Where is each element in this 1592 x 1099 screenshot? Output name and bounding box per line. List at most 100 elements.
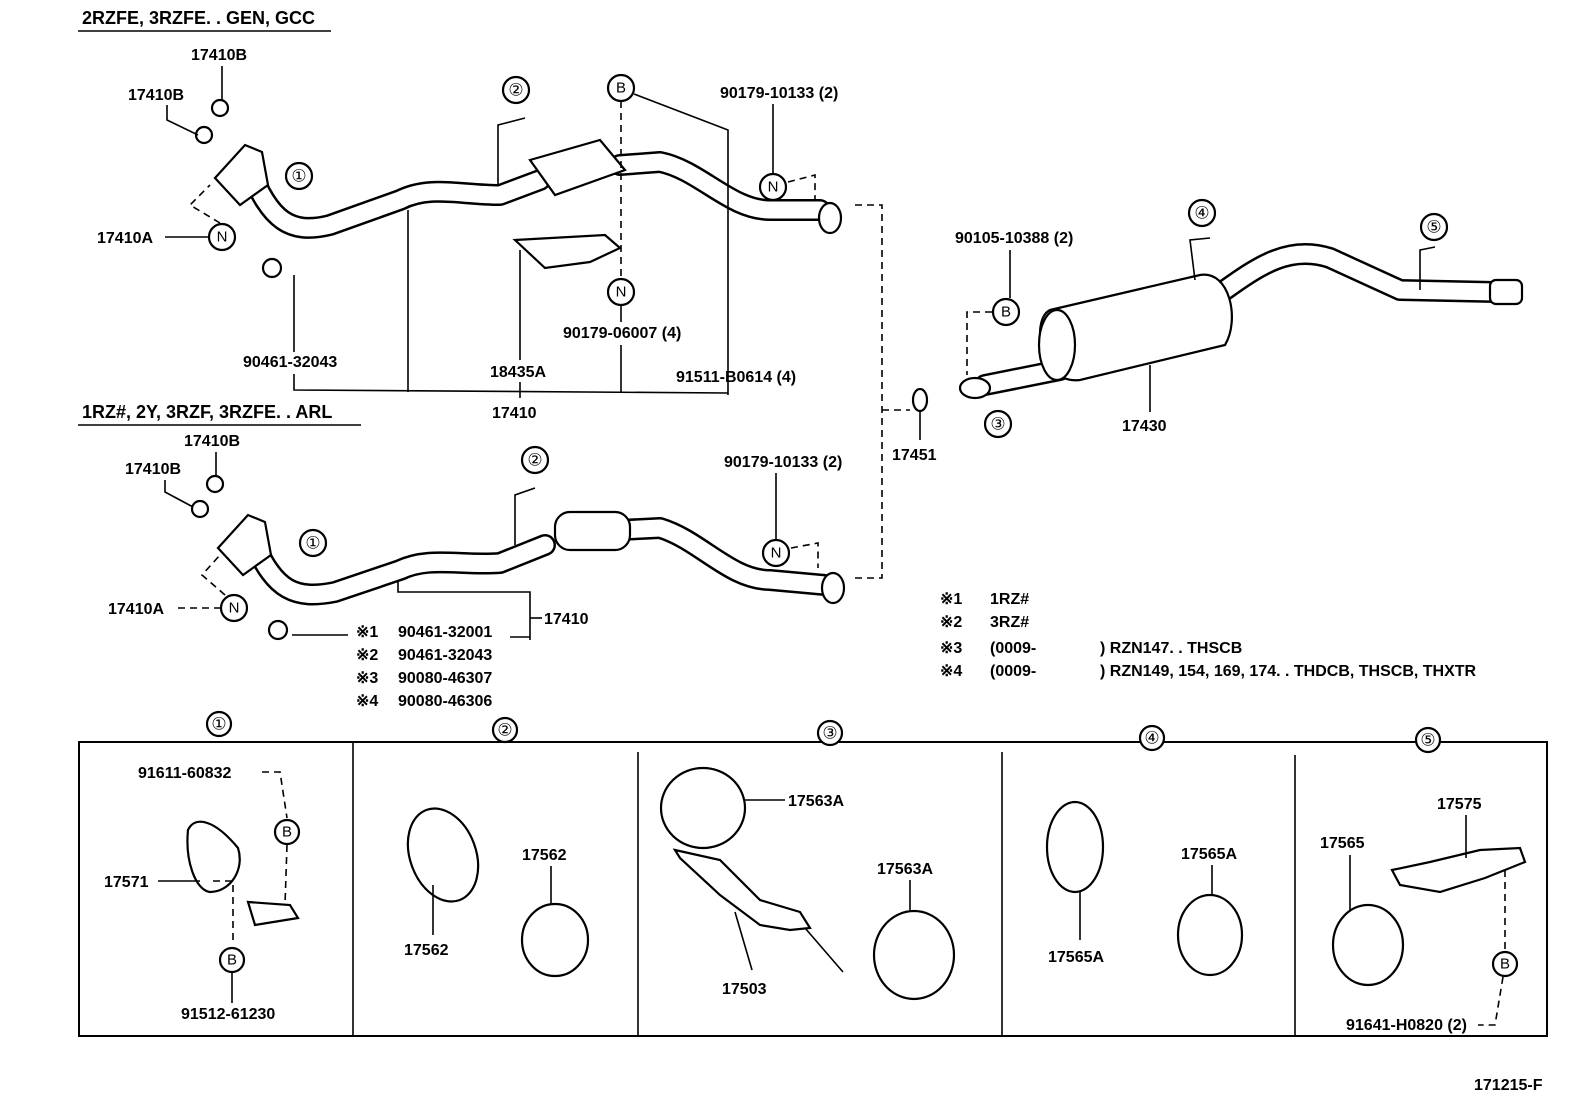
section-header-lower: 1RZ#, 2Y, 3RZF, 3RZFE. . ARL	[82, 402, 332, 422]
lower-front-pipe	[216, 487, 846, 606]
svg-text:90080-46307: 90080-46307	[398, 670, 492, 687]
marker-b: B	[1001, 304, 1011, 321]
ref-4-marker: ④	[1194, 204, 1209, 223]
cushion-17563A	[872, 909, 956, 1001]
gasket-17451-icon	[911, 387, 929, 413]
upper-nut-label: 17410A	[97, 230, 153, 247]
cushion-17565A	[1045, 800, 1105, 894]
marker-n: N	[616, 284, 627, 301]
lower-pipe-label: 17410	[544, 611, 589, 628]
section-header-upper: 2RZFE, 3RZFE. . GEN, GCC	[82, 8, 315, 28]
ref-2-marker: ②	[527, 451, 542, 470]
d5-cushion-label: 17565	[1320, 835, 1365, 852]
svg-text:※1: ※1	[356, 624, 378, 641]
bracket-17571	[186, 820, 241, 894]
upper-bolt-b-label: 91511-B0614 (4)	[676, 369, 796, 386]
gasket-icon	[194, 125, 214, 145]
d1-bracket-label: 17571	[104, 874, 149, 891]
detail-panel	[78, 741, 1548, 1037]
lower-gasket-label: 17410B	[125, 461, 181, 478]
upper-front-pipe	[213, 117, 843, 270]
clamp-icon	[267, 619, 289, 641]
ref-5-marker: ⑤	[1426, 218, 1441, 237]
marker-b: B	[1500, 956, 1510, 973]
lower-bolt-label: 90179-10133 (2)	[724, 454, 842, 471]
detail-2-marker: ②	[497, 721, 512, 740]
heat-insulator	[512, 233, 623, 270]
svg-text:1RZ#: 1RZ#	[990, 591, 1029, 608]
gasket-icon	[190, 499, 210, 519]
d4-cushion-label: 17565A	[1181, 846, 1237, 863]
outlet-flange	[817, 201, 843, 235]
svg-text:※2: ※2	[356, 647, 378, 664]
figure-id: 171215-F	[1474, 1077, 1543, 1094]
svg-text:※4: ※4	[940, 663, 962, 680]
gasket-icon	[210, 98, 230, 118]
svg-text:N: N	[217, 229, 228, 246]
cushion-17565A	[1176, 893, 1244, 977]
d4-cushion-label: 17565A	[1048, 949, 1104, 966]
svg-text:3RZ#: 3RZ#	[990, 614, 1029, 631]
svg-text:※2: ※2	[940, 614, 962, 631]
d2-cushion-label: 17562	[404, 942, 449, 959]
d5-bolt-label: 91641-H0820 (2)	[1346, 1017, 1467, 1034]
marker-b: B	[282, 824, 292, 841]
gasket-icon	[205, 474, 225, 494]
svg-text:90461-32043: 90461-32043	[398, 647, 492, 664]
d1-nut-label: 91512-61230	[181, 1006, 275, 1023]
cushion-17562	[406, 807, 480, 903]
marker-n: N	[229, 600, 240, 617]
cushion-17565	[1331, 903, 1405, 987]
rear-bolt-label: 90105-10388 (2)	[955, 230, 1073, 247]
upper-pipe-label: 17410	[492, 405, 537, 422]
ref-3-marker: ③	[990, 415, 1005, 434]
detail-3-marker: ③	[822, 724, 837, 743]
ref-2-marker: ②	[508, 81, 523, 100]
d3-cushion-label: 17563A	[877, 861, 933, 878]
svg-text:90461-32001: 90461-32001	[398, 624, 492, 641]
svg-text:(0009-: (0009-	[990, 663, 1036, 680]
upper-nut-b-label: 90179-06007 (4)	[563, 325, 681, 342]
bracket-17575	[1390, 846, 1527, 894]
svg-text:) RZN147. . THSCB: ) RZN147. . THSCB	[1100, 640, 1242, 657]
upper-clamp-label: 90461-32043	[243, 354, 337, 371]
marker-b: B	[227, 952, 237, 969]
lower-nut-label: 17410A	[108, 601, 164, 618]
svg-text:(0009-: (0009-	[990, 640, 1036, 657]
ref-1-marker: ①	[291, 167, 306, 186]
detail-5-marker: ⑤	[1420, 731, 1435, 750]
svg-text:※4: ※4	[356, 693, 378, 710]
rear-gasket-label: 17451	[892, 447, 937, 464]
d1-bolt-label: 91611-60832	[138, 765, 232, 782]
lower-gasket-label: 17410B	[184, 433, 240, 450]
d2-cushion-label: 17562	[522, 847, 567, 864]
heat-insulator-label: 18435A	[490, 364, 546, 381]
d3-bracket-label: 17503	[722, 981, 767, 998]
svg-text:※3: ※3	[356, 670, 378, 687]
svg-text:90080-46306: 90080-46306	[398, 693, 492, 710]
bracket-17503	[672, 848, 812, 932]
lower-clamp-list: ※1 90461-32001 ※2 90461-32043 ※3 90080-4630…	[356, 624, 492, 710]
detail-4-marker: ④	[1144, 729, 1159, 748]
marker-n	[207, 222, 237, 252]
muffler-label: 17430	[1122, 418, 1167, 435]
manifold-flange	[213, 143, 270, 207]
cushion-17562	[520, 902, 590, 978]
svg-text:※1: ※1	[940, 591, 962, 608]
marker-n: N	[768, 179, 779, 196]
upper-gasket-label: 17410B	[128, 87, 184, 104]
marker-b: B	[616, 80, 626, 97]
d5-bracket-label: 17575	[1437, 796, 1482, 813]
catalytic-converter	[528, 138, 627, 197]
rear-muffler	[958, 237, 1524, 400]
ref-1-marker: ①	[305, 534, 320, 553]
upper-bolt-label: 90179-10133 (2)	[720, 85, 838, 102]
marker-n: N	[771, 545, 782, 562]
d3-cushion-label: 17563A	[788, 793, 844, 810]
cushion-17563A	[659, 766, 747, 850]
svg-text:※3: ※3	[940, 640, 962, 657]
resonator	[553, 510, 632, 552]
svg-text:) RZN149, 154, 169, 174. . THD: ) RZN149, 154, 169, 174. . THDCB, THSCB,…	[1100, 663, 1477, 680]
